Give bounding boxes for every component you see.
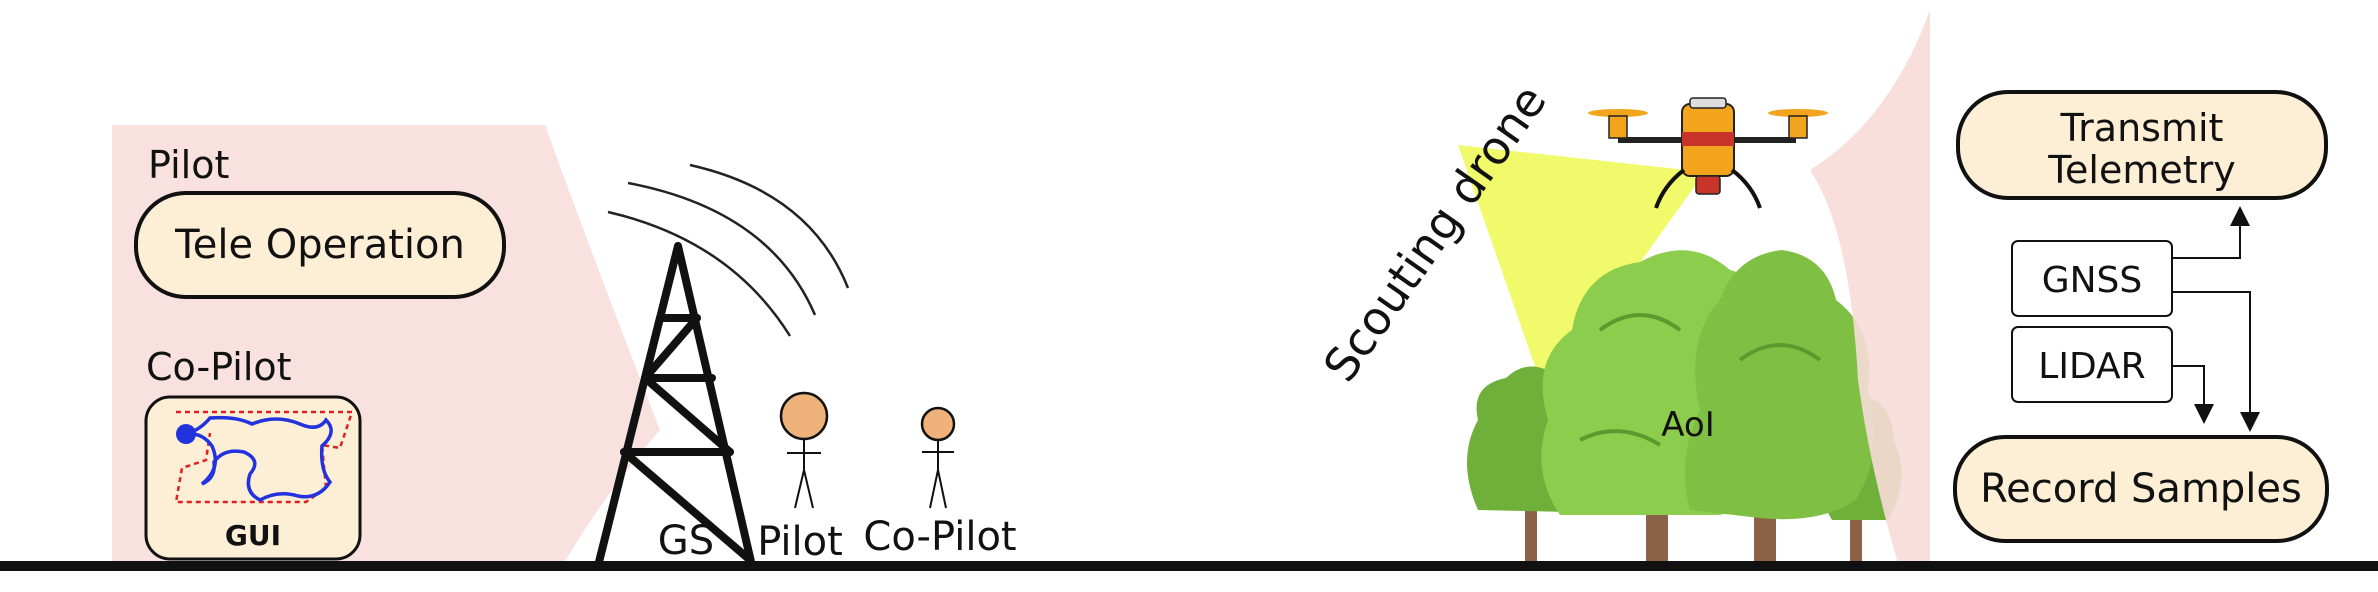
- lidar-box: [2011, 326, 2173, 403]
- aoi-label: AoI: [1661, 405, 1715, 445]
- drone-icon: [1588, 97, 1828, 209]
- ground-station-tower-icon: [594, 242, 756, 570]
- tele-operation-pill[interactable]: [134, 191, 506, 299]
- tele-operation-label: Tele Operation: [174, 222, 465, 268]
- pilot-label: Pilot: [757, 519, 843, 565]
- data-flow-arrows: [2172, 206, 2260, 432]
- scan-cone: [1458, 145, 1705, 395]
- pilot-heading: Pilot: [148, 143, 229, 187]
- gui-frame: [144, 395, 362, 561]
- record-samples-pill[interactable]: [1953, 435, 2329, 543]
- transmit-line2: Telemetry: [2047, 148, 2235, 192]
- lidar-label: LIDAR: [2038, 346, 2145, 387]
- copilot-label: Co-Pilot: [863, 514, 1016, 560]
- gs-label: GS: [658, 518, 714, 564]
- record-samples-label: Record Samples: [1980, 466, 2302, 512]
- copilot-person-icon: [920, 406, 956, 509]
- pilot-person-icon: [779, 391, 829, 509]
- copilot-heading: Co-Pilot: [146, 345, 292, 389]
- transmit-telemetry-pill[interactable]: [1956, 90, 2328, 200]
- transmit-line1: Transmit: [2060, 106, 2224, 150]
- gnss-box: [2011, 240, 2173, 317]
- gui-flown-path: [185, 415, 333, 502]
- trees-icon: [1467, 250, 1902, 564]
- gui-drone-position-icon: [176, 424, 196, 444]
- gui-label: GUI: [225, 519, 281, 552]
- radio-waves-icon: [607, 163, 850, 337]
- gnss-label: GNSS: [2042, 260, 2143, 301]
- right-callout-panel: [1810, 10, 1930, 570]
- gui-panel[interactable]: GUI: [144, 395, 362, 561]
